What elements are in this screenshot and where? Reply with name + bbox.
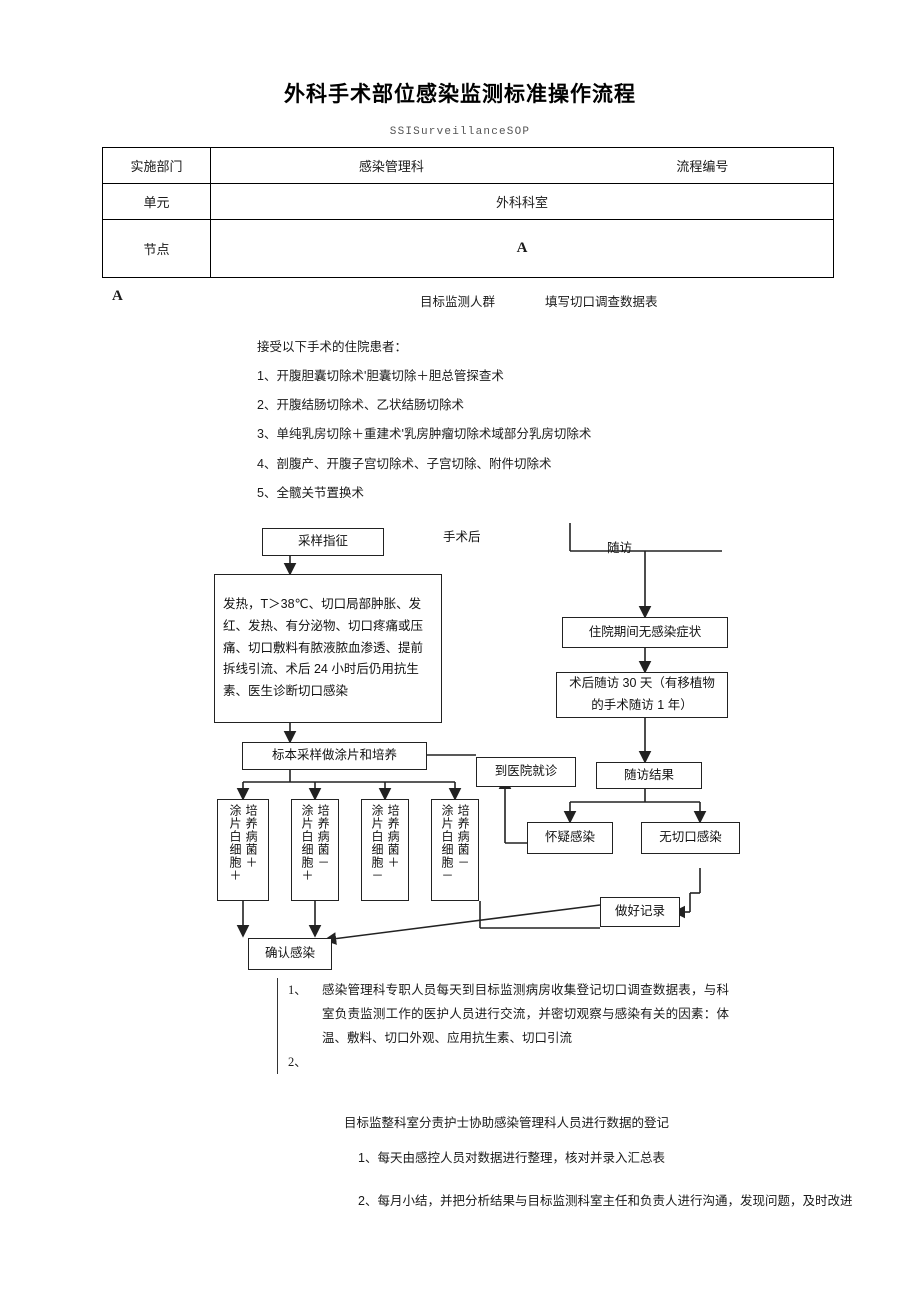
result-smear-label: 涂片白细胞－	[440, 804, 454, 882]
result-culture-label: 培养病菌＋	[386, 804, 401, 869]
header-table: 实施部门 感染管理科 流程编号 单元 外科科室 节点 A	[102, 147, 834, 278]
tail-note-intro: 目标监整科室分责护士协助感染管理科人员进行数据的登记	[344, 1116, 670, 1130]
flow-box-follow-up-period: 术后随访 30 天（有移植物的手术随访 1 年）	[556, 672, 728, 718]
cell-unit-value: 外科科室	[210, 183, 834, 220]
procedures-block: 1、 感染管理科专职人员每天到目标监测病房收集登记切口调查数据表，与科室负责监测…	[277, 978, 729, 1074]
cell-process-number: 流程编号	[676, 159, 729, 174]
table-row: 实施部门 感染管理科 流程编号	[102, 147, 834, 184]
label-target-population: 目标监测人群	[420, 295, 496, 309]
list-item: 5、全髋关节置换术	[257, 485, 364, 500]
list-item: 4、剖腹产、开腹子宫切除术、子宫切除、附件切除术	[257, 456, 552, 471]
flow-box-no-symptoms-inpatient: 住院期间无感染症状	[562, 617, 728, 648]
table-row: 节点 A	[102, 219, 834, 278]
list-item: 3、单纯乳房切除＋重建术'乳房肿瘤切除术域部分乳房切除术	[257, 427, 592, 442]
cell-node-value: A	[210, 219, 834, 278]
flow-box-sampling-indication: 采样指征	[262, 528, 384, 556]
list-item: 1、 感染管理科专职人员每天到目标监测病房收集登记切口调查数据表，与科室负责监测…	[288, 978, 729, 1050]
result-culture-label: 培养病菌－	[456, 804, 471, 869]
flow-box-follow-up-result: 随访结果	[596, 762, 702, 789]
list-item: 2、开腹结肠切除术、乙状结肠切除术	[257, 398, 464, 413]
result-smear-label: 涂片白细胞－	[370, 804, 384, 882]
result-culture-label: 培养病菌＋	[244, 804, 259, 869]
flow-box-result-4: 培养病菌－ 涂片白细胞－	[431, 799, 479, 901]
flow-box-result-2: 培养病菌－ 涂片白细胞＋	[291, 799, 339, 901]
cell-department-values: 感染管理科 流程编号	[210, 147, 834, 184]
flow-box-no-incision-infection: 无切口感染	[641, 822, 740, 854]
page-subtitle: SSISurveillanceSOP	[389, 126, 531, 138]
procedure-text: 感染管理科专职人员每天到目标监测病房收集登记切口调查数据表，与科室负责监测工作的…	[322, 983, 729, 1045]
page-title: 外科手术部位感染监测标准操作流程	[284, 83, 636, 106]
flow-box-specimen-sampling: 标本采样做涂片和培养	[242, 742, 427, 770]
flow-box-result-3: 培养病菌＋ 涂片白细胞－	[361, 799, 409, 901]
label-survey-form: 填写切口调查数据表	[545, 295, 658, 309]
result-smear-label: 涂片白细胞＋	[300, 804, 314, 882]
procedure-number: 2、	[288, 1055, 307, 1069]
surgery-list-intro: 接受以下手术的住院患者：	[257, 340, 408, 354]
result-culture-label: 培养病菌－	[316, 804, 331, 869]
flow-box-visit-hospital: 到医院就诊	[476, 757, 576, 787]
cell-department-name: 感染管理科	[358, 159, 424, 174]
tail-note-item: 1、每天由感控人员对数据进行整理，核对并录入汇总表	[358, 1151, 665, 1165]
cell-label-department: 实施部门	[102, 147, 211, 184]
list-item: 1、开腹胆囊切除术'胆囊切除＋胆总管探查术	[257, 369, 504, 384]
tail-note-item: 2、每月小结，并把分析结果与目标监测科室主任和负责人进行沟通，发现问题，及时改进	[358, 1194, 853, 1208]
table-row: 单元 外科科室	[102, 183, 834, 220]
cell-label-unit: 单元	[102, 183, 211, 220]
flow-box-suspected-infection: 怀疑感染	[527, 822, 613, 854]
flow-box-symptoms: 发热，T＞38℃、切口局部肿胀、发红、发热、有分泌物、切口疼痛或压痛、切口敷料有…	[214, 574, 442, 723]
flow-box-confirm-infection: 确认感染	[248, 938, 332, 970]
flow-box-result-1: 培养病菌＋ 涂片白细胞＋	[217, 799, 269, 901]
procedure-text	[322, 1050, 729, 1074]
procedure-number: 1、	[288, 983, 307, 997]
flow-label-post-op: 手术后	[443, 530, 481, 544]
flow-label-follow-up: 随访	[607, 541, 633, 555]
result-smear-label: 涂片白细胞＋	[228, 804, 242, 882]
cell-label-node: 节点	[102, 219, 211, 278]
node-marker-a: A	[112, 288, 123, 304]
surgery-list: 接受以下手术的住院患者： 1、开腹胆囊切除术'胆囊切除＋胆总管探查术 2、开腹结…	[257, 340, 777, 516]
flow-box-keep-records: 做好记录	[600, 897, 680, 927]
list-item: 2、	[288, 1050, 729, 1074]
